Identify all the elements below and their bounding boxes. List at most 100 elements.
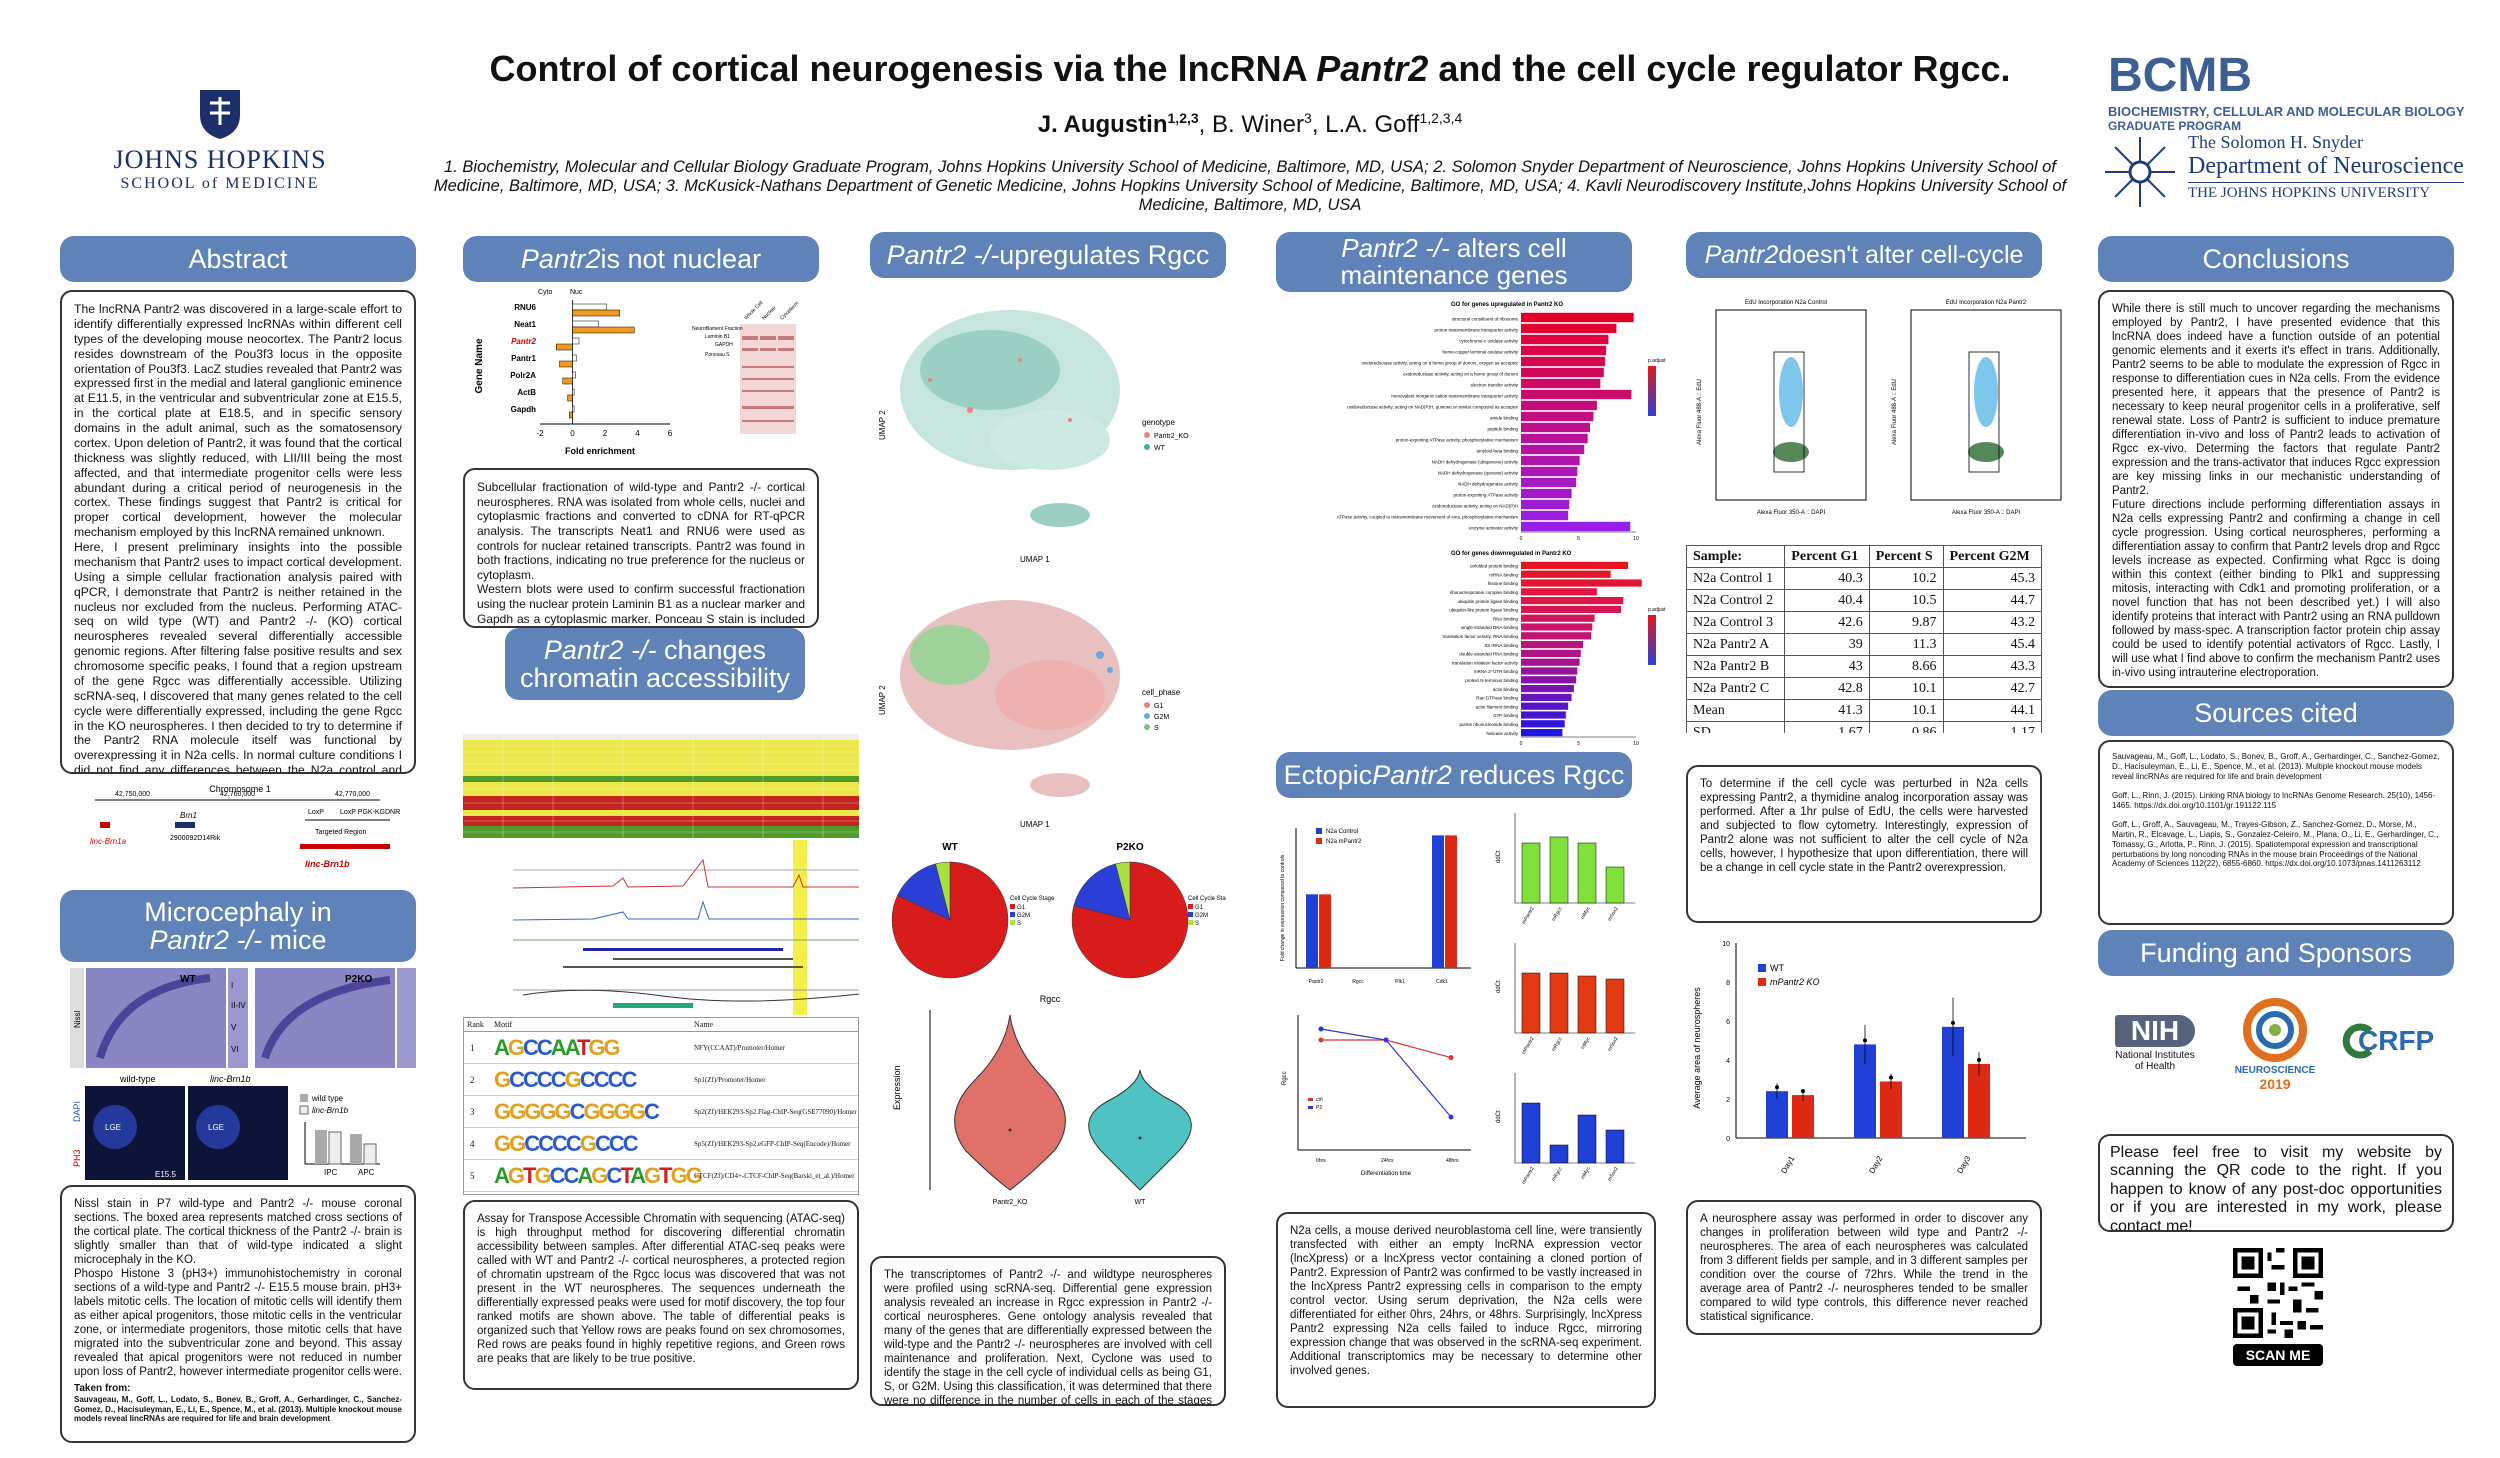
geno-wt: WT bbox=[1154, 445, 1166, 452]
pct-cell: 40.3 bbox=[1784, 567, 1870, 590]
go-term-label: purine ribonucleoside binding bbox=[1459, 722, 1518, 727]
nih-mark: NIH bbox=[2115, 1015, 2195, 1047]
line-point bbox=[1448, 1114, 1454, 1120]
motif-logo: AGCCAATGG bbox=[494, 1034, 621, 1060]
pct-cell: 10.1 bbox=[1868, 677, 1944, 700]
frac-cat-label: Pantr2 bbox=[511, 337, 536, 346]
chromosome-label: Chromosome 1 bbox=[209, 784, 271, 794]
pct-cell: 40.4 bbox=[1784, 589, 1870, 612]
violin-ko bbox=[954, 1014, 1066, 1191]
nissl-svg: Nissl WT P2KO I II-IV V VI bbox=[70, 968, 416, 1068]
go-term-label: electron transfer activity bbox=[1470, 382, 1518, 387]
pct-cell: SD bbox=[1686, 721, 1786, 733]
go-tick: 0 bbox=[1520, 741, 1523, 745]
go-bar bbox=[1521, 444, 1585, 455]
go-term-label: actin binding bbox=[1493, 687, 1519, 692]
chromatin-box: Assay for Transpose Accessible Chromatin… bbox=[463, 1200, 859, 1390]
ph3-svg: wild-type linc-Brn1b DAPI PH3 LGE LGE E1… bbox=[72, 1074, 380, 1180]
snyder-line1: The Solomon H. Snyder bbox=[2188, 132, 2363, 152]
go-bar bbox=[1521, 632, 1592, 640]
go-bar bbox=[1521, 649, 1581, 657]
go-term-label: ribonucleoprotein complex binding bbox=[1450, 590, 1519, 595]
motif-logo: GGCCCCGCCC bbox=[494, 1130, 639, 1156]
neurosphere-box: A neurosphere assay was performed in ord… bbox=[1686, 1200, 2042, 1335]
pct-cell: 10.2 bbox=[1868, 567, 1944, 590]
taken-from-label: Taken from: bbox=[74, 1383, 131, 1395]
motif-rank: 3 bbox=[470, 1106, 475, 1117]
wb-mark-1: Laminin B1 bbox=[705, 334, 730, 340]
qr-code-icon[interactable] bbox=[2233, 1248, 2323, 1338]
go-term-label: translation factor activity, RNA binding bbox=[1443, 634, 1519, 639]
flow-x-1: Alexa Fluor 350-A :: DAPI bbox=[1757, 510, 1826, 516]
frac-bar bbox=[572, 354, 577, 362]
motif-rank: 1 bbox=[470, 1042, 475, 1053]
go-bar bbox=[1521, 477, 1577, 488]
go-up-svg: GO for genes upregulated in Pantr2 KOstr… bbox=[1337, 302, 1667, 542]
apc-label: APC bbox=[358, 1168, 375, 1177]
pct-cell: 11.3 bbox=[1868, 633, 1944, 656]
ddct-bar bbox=[1577, 1114, 1597, 1164]
umap-genotype-svg: UMAP 2 UMAP 1 genotype Pantr2_KO WT bbox=[878, 310, 1189, 564]
go-term-label: protein N-terminus binding bbox=[1465, 678, 1518, 683]
frac-tick: 2 bbox=[603, 429, 608, 438]
frac-bar bbox=[572, 337, 580, 345]
atac-svg bbox=[512, 840, 859, 1015]
go-bar bbox=[1521, 521, 1631, 532]
go-bar bbox=[1521, 312, 1634, 323]
pie-leg2-s: S bbox=[1195, 921, 1199, 927]
ph3-label: PH3 bbox=[72, 1149, 82, 1167]
sources-box: Sauvageau, M., Goff, L., Lodato, S., Bon… bbox=[2098, 740, 2454, 925]
motif-name: Sp2(Zf)/HEK293-Sp2.Flag-ChIP-Seq(GSE7709… bbox=[694, 1107, 857, 1116]
frac-bar bbox=[572, 388, 575, 396]
fold-x-label: Cdk1 bbox=[1436, 979, 1448, 985]
pct-cell: 10.5 bbox=[1868, 589, 1944, 612]
go-term-label: GTP binding bbox=[1493, 713, 1518, 718]
frac-bar bbox=[559, 360, 573, 368]
line-point bbox=[1318, 1026, 1324, 1032]
go-bar bbox=[1521, 411, 1594, 422]
pie-p2ko-title: P2KO bbox=[1116, 842, 1143, 853]
fold-x-label: Plk1 bbox=[1395, 979, 1405, 985]
go-title: GO for genes upregulated in Pantr2 KO bbox=[1451, 302, 1563, 308]
ddct-x-label: mRgcc bbox=[1551, 906, 1564, 923]
umap1-axis-2: UMAP 1 bbox=[1020, 820, 1050, 829]
nuclear-box: Subcellular fractionation of wild-type a… bbox=[463, 468, 819, 628]
pct-cell: N2a Pantr2 C bbox=[1686, 677, 1786, 700]
motif-name: Sp1(Zf)/Promoter/Homer bbox=[694, 1075, 766, 1084]
fold-axis: Fold enrichment bbox=[565, 446, 635, 456]
brn1-label: Brn1 bbox=[180, 811, 197, 820]
jhu-logo: JOHNS HOPKINS SCHOOL of MEDICINE bbox=[110, 85, 330, 205]
fold-svg: Fold change in expression compared to co… bbox=[1280, 828, 1471, 985]
umap2-axis-2: UMAP 2 bbox=[878, 685, 887, 715]
neuro-point bbox=[1801, 1089, 1805, 1094]
ddct-bar bbox=[1521, 1102, 1541, 1164]
go-bar bbox=[1521, 455, 1580, 466]
pct-header-cell: Percent S bbox=[1868, 545, 1944, 568]
frac-bar bbox=[562, 377, 573, 385]
p2ko-label: P2KO bbox=[345, 974, 372, 985]
genotype-legend-title: genotype bbox=[1142, 418, 1175, 427]
motif-logo: GCCCCGCCCC bbox=[494, 1066, 637, 1092]
qr-code[interactable]: SCAN ME bbox=[2228, 1248, 2328, 1388]
loxp-label: LoxP bbox=[308, 809, 324, 816]
neuro-leg-wt: WT bbox=[1770, 963, 1784, 973]
neuro-point bbox=[1889, 1075, 1893, 1080]
go-bar bbox=[1521, 499, 1570, 510]
gene-id-label: 2900092D14Rik bbox=[170, 835, 221, 842]
go-padj-legend: p.adjust bbox=[1648, 607, 1666, 613]
phase-legend-title: cell_phase bbox=[1142, 688, 1181, 697]
frac-tick: 4 bbox=[635, 429, 640, 438]
line-point bbox=[1448, 1055, 1454, 1061]
frac-bar bbox=[572, 326, 635, 334]
go-bar bbox=[1521, 641, 1584, 649]
frac-tick: 0 bbox=[570, 429, 575, 438]
pie-wt-title: WT bbox=[942, 842, 958, 853]
neuro-x-label: Day3 bbox=[1955, 1154, 1972, 1175]
go-term-label: oxidoreductase activity, acting on NAD(P… bbox=[1432, 503, 1518, 508]
go-bar bbox=[1521, 676, 1577, 684]
jhu-name: JOHNS HOPKINS bbox=[113, 145, 327, 174]
gene-name-axis: Gene Name bbox=[474, 338, 485, 393]
